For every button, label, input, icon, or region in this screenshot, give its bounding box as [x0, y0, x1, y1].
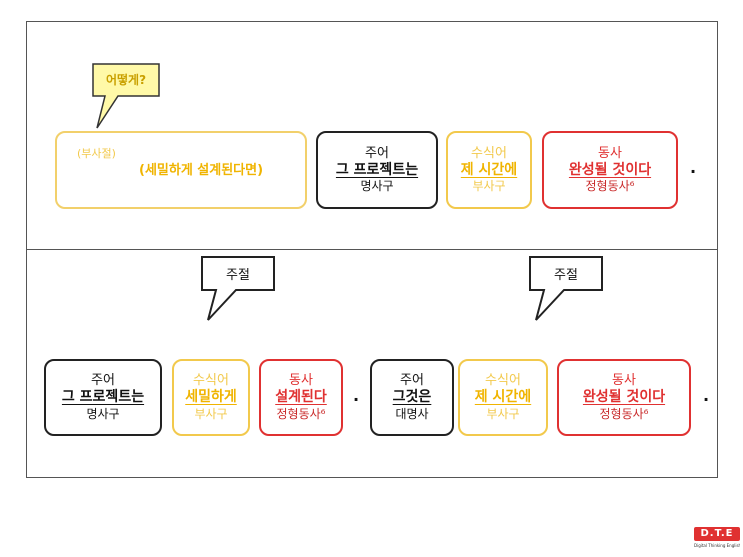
bottom-left-subject-box: 주어 그 프로젝트는 명사구 — [44, 359, 162, 436]
dte-logo: D.T.E Digital Thinking English — [694, 527, 740, 553]
bottom-left-verb-role: 동사 — [289, 373, 313, 389]
bottom-right-modifier-role: 수식어 — [485, 373, 521, 389]
top-period: . — [690, 158, 697, 177]
top-verb-box: 동사 완성될 것이다 정형동사⁶ — [542, 131, 678, 209]
bottom-right-modifier-pos: 부사구 — [486, 406, 520, 421]
bottom-right-subject-pos: 대명사 — [395, 406, 429, 421]
bottom-left-period: . — [353, 386, 360, 405]
bottom-right-modifier-word: 제 시간에 — [474, 389, 532, 406]
bottom-left-modifier-pos: 부사구 — [194, 406, 228, 421]
bottom-right-verb-role: 동사 — [612, 373, 636, 389]
top-modifier-pos: 부사구 — [472, 179, 506, 194]
bottom-right-subject-role: 주어 — [400, 373, 424, 389]
bottom-left-verb-pos: 정형동사⁶ — [276, 406, 326, 421]
dte-logo-mark: D.T.E — [694, 527, 740, 541]
question-callout-shape — [92, 63, 160, 129]
bottom-right-verb-word: 완성될 것이다 — [582, 389, 666, 406]
bottom-right-modifier-box: 수식어 제 시간에 부사구 — [458, 359, 548, 436]
top-verb-word: 완성될 것이다 — [568, 161, 652, 178]
top-subject-word: 그 프로젝트는 — [335, 161, 419, 178]
top-modifier-box: 수식어 제 시간에 부사구 — [446, 131, 532, 209]
question-callout: 어떻게? — [105, 73, 147, 87]
bottom-left-subject-role: 주어 — [91, 373, 115, 389]
top-subject-pos: 명사구 — [360, 179, 394, 194]
bottom-left-modifier-box: 수식어 세밀하게 부사구 — [172, 359, 250, 436]
top-modifier-role: 수식어 — [471, 145, 507, 161]
adverbial-clause-box: (부사절) (세밀하게 설계된다면) — [55, 131, 307, 209]
main-clause-callout-shape-right — [529, 256, 603, 321]
main-clause-callout-left: 주절 — [226, 268, 250, 283]
bottom-right-subject-box: 주어 그것은 대명사 — [370, 359, 454, 436]
bottom-left-verb-box: 동사 설계된다 정형동사⁶ — [259, 359, 343, 436]
top-subject-box: 주어 그 프로젝트는 명사구 — [316, 131, 438, 209]
adverbial-clause-text: (세밀하게 설계된다면) — [139, 163, 264, 178]
bottom-right-verb-box: 동사 완성될 것이다 정형동사⁶ — [557, 359, 691, 436]
top-modifier-word: 제 시간에 — [460, 161, 518, 178]
main-clause-callout-shape-left — [201, 256, 275, 321]
top-verb-pos: 정형동사⁶ — [585, 179, 635, 194]
bottom-left-subject-word: 그 프로젝트는 — [61, 389, 145, 406]
bottom-left-verb-word: 설계된다 — [275, 389, 327, 406]
main-clause-callout-right: 주절 — [554, 268, 578, 283]
top-subject-role: 주어 — [365, 145, 389, 161]
bottom-left-modifier-role: 수식어 — [193, 373, 229, 389]
top-verb-role: 동사 — [598, 145, 622, 161]
adverbial-clause-tag: (부사절) — [77, 147, 116, 160]
bottom-right-verb-pos: 정형동사⁶ — [599, 406, 649, 421]
bottom-left-subject-pos: 명사구 — [86, 406, 120, 421]
bottom-right-subject-word: 그것은 — [392, 389, 432, 406]
bottom-right-period: . — [703, 386, 710, 405]
dte-logo-tagline: Digital Thinking English — [694, 543, 740, 548]
bottom-left-modifier-word: 세밀하게 — [185, 389, 237, 406]
